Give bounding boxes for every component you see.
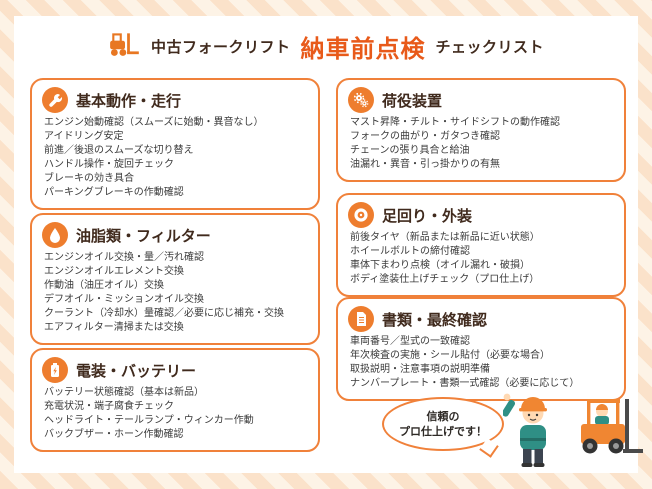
checklist-item: 前後タイヤ（新品または新品に近い状態） (350, 232, 540, 243)
checklist-item: ホイールボルトの締付確認 (350, 246, 470, 257)
card-head: 書類・最終確認 (348, 306, 614, 332)
card-head: 油脂類・フィルター (42, 222, 308, 248)
checklist-item: チェーンの張り具合と給油 (350, 145, 470, 156)
card-title: 油脂類・フィルター (76, 226, 211, 245)
checklist-item: バッテリー状態確認（基本は新品） (44, 387, 204, 398)
card-title: 基本動作・走行 (76, 91, 182, 110)
page-title-suffix: チェックリスト (435, 37, 545, 56)
checklist-item: 車両番号／型式の一致確認 (350, 336, 470, 347)
card-title: 書類・最終確認 (382, 310, 488, 329)
checklist-item: エアフィルター清掃または交換 (44, 322, 184, 333)
card-head: 荷役装置 (348, 87, 614, 113)
card-title: 電装・バッテリー (76, 361, 197, 380)
battery-icon (42, 357, 68, 383)
checklist-item: 前進／後退のスムーズな切り替え (44, 145, 194, 156)
checklist-item: 充電状況・端子腐食チェック (44, 401, 174, 412)
card-title: 足回り・外装 (382, 206, 473, 225)
gears-icon (348, 87, 374, 113)
tire-icon (348, 202, 374, 228)
checklist: 前後タイヤ（新品または新品に近い状態） ホイールボルトの締付確認 車体下まわり点… (348, 231, 614, 287)
checklist: マスト昇降・チルト・サイドシフトの動作確認 フォークの曲がり・ガタつき確認 チェ… (348, 116, 614, 172)
checklist-item: エンジンオイル交換・量／汚れ確認 (44, 252, 204, 263)
checklist-item: フォークの曲がり・ガタつき確認 (350, 131, 500, 142)
checklist-item: 取扱説明・注意事項の説明準備 (350, 364, 490, 375)
card-oils-filters: 油脂類・フィルター エンジンオイル交換・量／汚れ確認 エンジンオイルエレメント交… (30, 213, 320, 345)
checklist: 車両番号／型式の一致確認 年次検査の実施・シール貼付（必要な場合） 取扱説明・注… (348, 335, 614, 391)
card-head: 基本動作・走行 (42, 87, 308, 113)
worker-and-forklift-illustration (501, 383, 645, 471)
checklist-item: パーキングブレーキの作動確認 (44, 187, 184, 198)
forklift-icon (108, 31, 142, 62)
document-icon (348, 306, 374, 332)
mini-forklift (581, 399, 643, 454)
checklist-item: ヘッドライト・テールランプ・ウィンカー作動 (44, 415, 254, 426)
page-title-prefix: 中古フォークリフト (150, 37, 291, 56)
checklist-item: ボディ塗装仕上げチェック（プロ仕上げ） (350, 274, 540, 285)
card-undercarriage-exterior: 足回り・外装 前後タイヤ（新品または新品に近い状態） ホイールボルトの締付確認 … (336, 193, 626, 297)
checklist-item: エンジン始動確認（スムーズに始動・異音なし） (44, 117, 264, 128)
checklist-item: ナンバープレート・書類一式確認（必要に応じて） (350, 378, 580, 389)
card-basic-operation: 基本動作・走行 エンジン始動確認（スムーズに始動・異音なし） アイドリング安定 … (30, 78, 320, 210)
card-head: 電装・バッテリー (42, 357, 308, 383)
card-documents-final-check: 書類・最終確認 車両番号／型式の一致確認 年次検査の実施・シール貼付（必要な場合… (336, 297, 626, 401)
checklist-item: クーラント（冷却水）量確認／必要に応じ補充・交換 (44, 308, 284, 319)
checklist-item: バックブザー・ホーン作動確認 (44, 429, 184, 440)
checklist-item: デフオイル・ミッションオイル交換 (44, 294, 204, 305)
card-load-handling: 荷役装置 マスト昇降・チルト・サイドシフトの動作確認 フォークの曲がり・ガタつき… (336, 78, 626, 182)
page-header: 中古フォークリフト 納車前点検 チェックリスト (0, 26, 652, 66)
checklist-item: 油漏れ・異音・引っ掛かりの有無 (350, 159, 500, 170)
speech-bubble-text: プロ仕上げです！ (399, 425, 487, 438)
card-title: 荷役装置 (382, 91, 443, 110)
checklist-item: アイドリング安定 (44, 131, 124, 142)
checklist: バッテリー状態確認（基本は新品） 充電状況・端子腐食チェック ヘッドライト・テー… (42, 386, 308, 442)
wrench-icon (42, 87, 68, 113)
page-title-highlight: 納車前点検 (300, 34, 426, 63)
speech-bubble-text: 信頼の (426, 410, 460, 423)
card-electrical-battery: 電装・バッテリー バッテリー状態確認（基本は新品） 充電状況・端子腐食チェック … (30, 348, 320, 452)
checklist-item: 車体下まわり点検（オイル漏れ・破損） (350, 260, 530, 271)
checklist-item: 作動油（油圧オイル）交換 (44, 280, 164, 291)
checklist-item: ブレーキの効き具合 (44, 173, 134, 184)
checklist-item: エンジンオイルエレメント交換 (44, 266, 184, 277)
speech-bubble: 信頼の プロ仕上げです！ (382, 397, 504, 451)
card-head: 足回り・外装 (348, 202, 614, 228)
checklist-item: マスト昇降・チルト・サイドシフトの動作確認 (350, 117, 560, 128)
worker-mascot (501, 393, 547, 467)
checklist-item: 年次検査の実施・シール貼付（必要な場合） (350, 350, 550, 361)
checklist: エンジン始動確認（スムーズに始動・異音なし） アイドリング安定 前進／後退のスム… (42, 116, 308, 200)
checklist-item: ハンドル操作・旋回チェック (44, 159, 174, 170)
oil-drop-icon (42, 222, 68, 248)
checklist: エンジンオイル交換・量／汚れ確認 エンジンオイルエレメント交換 作動油（油圧オイ… (42, 251, 308, 335)
